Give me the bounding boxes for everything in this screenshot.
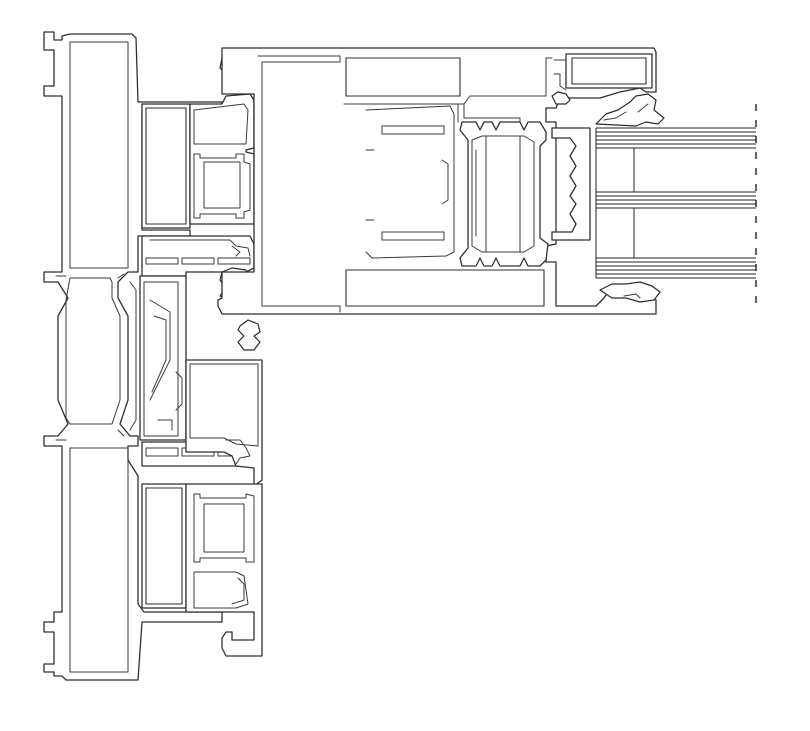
top-right-bead-box (551, 53, 653, 105)
glass-pane-bottom (596, 257, 756, 279)
mullion-profile (139, 235, 255, 467)
top-transom-profile (217, 47, 657, 315)
glass-unit (595, 104, 757, 304)
glass-pane-middle (596, 191, 756, 209)
glazing-gaskets (595, 93, 665, 303)
lower-sash-profile (141, 359, 263, 657)
glazing-bead (459, 121, 591, 267)
glass-pane-top (596, 127, 756, 149)
upper-sash-profile (141, 93, 255, 229)
